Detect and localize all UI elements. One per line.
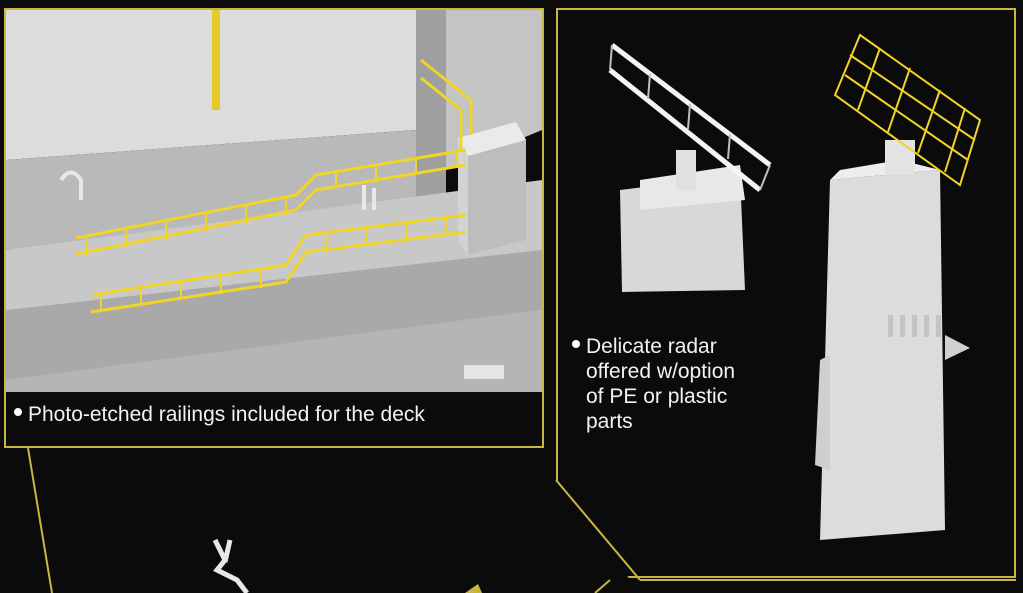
bullet-icon [572, 340, 580, 349]
radar-detail-panel [556, 8, 1016, 578]
radar-caption: Delicate radar offered w/option of PE or… [572, 334, 792, 434]
radar-caption-line-2: offered w/option [586, 360, 736, 383]
railings-caption-text: Photo-etched railings included for the d… [28, 403, 425, 426]
radar-caption-line-4: parts [586, 410, 633, 433]
radar-caption-text-1: Delicate radar [586, 335, 717, 358]
bullet-icon [14, 408, 22, 417]
radar-caption-line-1: Delicate radar [572, 334, 792, 359]
railings-detail-panel [4, 8, 544, 448]
radar-caption-line-3: of PE or plastic [586, 385, 728, 408]
railings-caption: Photo-etched railings included for the d… [14, 402, 425, 427]
deck-railings-illustration [6, 10, 542, 446]
